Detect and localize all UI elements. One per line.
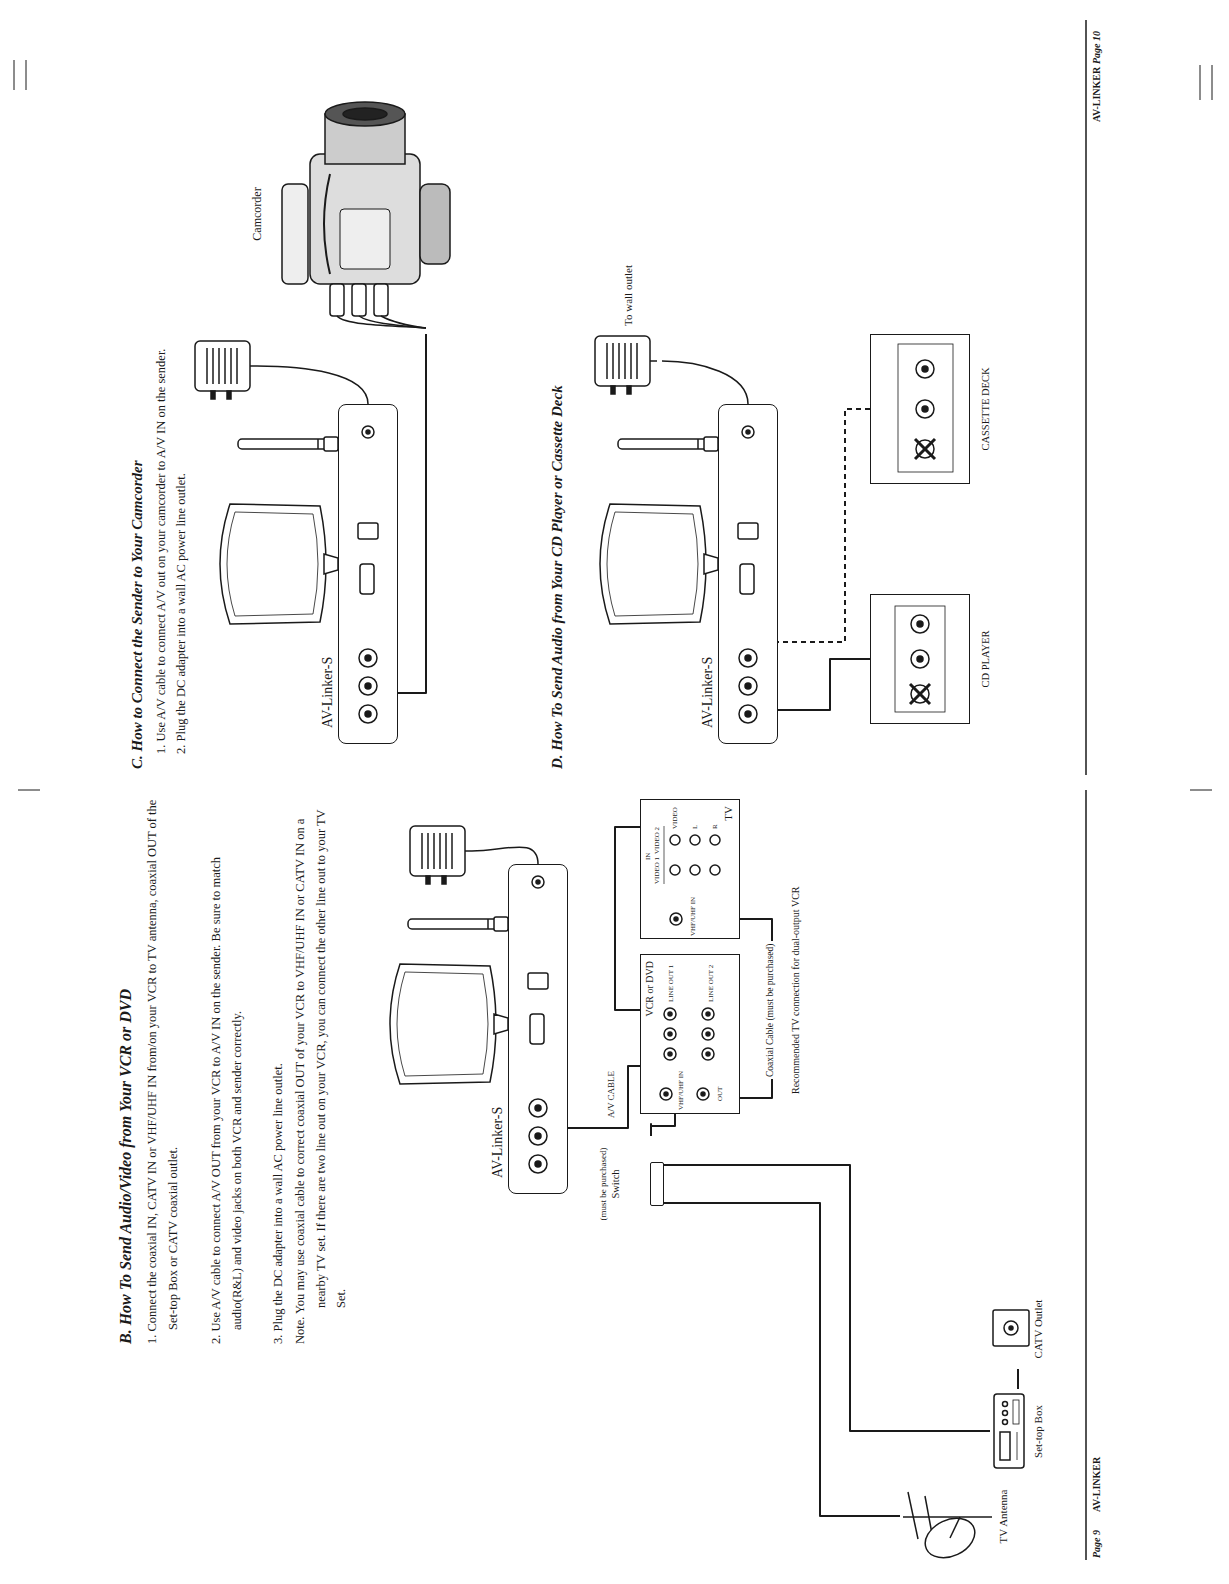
jack-label: VIDEO 2 — [653, 827, 662, 854]
node-label: (must be purchased) — [598, 1148, 609, 1221]
cable-connector — [778, 659, 870, 710]
device-box: CASSETTE DECK — [870, 334, 992, 484]
node-label: CD PLAYER — [979, 630, 992, 687]
sender-jacks — [528, 876, 548, 1173]
cable-connector — [778, 409, 870, 642]
node-label: Camcorder — [250, 187, 265, 240]
antenna-panel — [390, 964, 508, 1084]
device-body — [870, 334, 970, 484]
power-cable — [257, 366, 368, 404]
cable-label: Coaxial Cable (must be purchased) — [765, 942, 777, 1080]
cable-connector — [664, 1203, 900, 1516]
node-label: CASSETTE DECK — [979, 367, 992, 450]
jack-label: L — [691, 825, 700, 829]
jack-label: VHF/UHF IN — [689, 897, 698, 936]
device-icon-group: TV Antenna — [900, 1474, 1011, 1559]
node-label: AV-Linker-S — [488, 1107, 508, 1178]
switch-body — [650, 1162, 664, 1206]
cable-connector — [1017, 1369, 1019, 1389]
power-cable — [662, 361, 748, 404]
callout-text: To wall outlet — [622, 265, 636, 326]
power-cable — [472, 847, 538, 864]
instruction-step: 1. Use A/V cable to connect A/V out on y… — [154, 349, 170, 754]
cassette-deck-jacks — [898, 344, 953, 472]
dc-adapter — [195, 341, 257, 399]
cable-connector — [568, 1066, 640, 1128]
dc-adapter — [595, 336, 657, 394]
footer-rule — [1085, 790, 1087, 1560]
page-number: Page 9 — [1091, 1530, 1104, 1558]
node-label: TV — [722, 806, 736, 821]
instruction-step: 2. Plug the DC adapter into a wall AC po… — [174, 473, 190, 754]
sender-unit: AV-Linker-S — [318, 404, 398, 744]
rod-antenna — [618, 437, 718, 451]
device-icon-group: CATV Outlet — [990, 1289, 1046, 1369]
sender-unit: AV-Linker-S — [488, 864, 568, 1194]
jack-label: LINE OUT 2 — [707, 965, 716, 1002]
section-heading: C. How to Connect the Sender to Your Cam… — [128, 460, 147, 769]
device-box: VCR or DVD — [640, 954, 740, 1114]
dc-adapter — [410, 826, 472, 884]
sender-body — [338, 404, 398, 744]
footer-rule — [1085, 20, 1087, 775]
sender-jacks — [358, 426, 378, 723]
instruction-step: 2. Use A/V cable to connect A/V OUT from… — [206, 799, 247, 1344]
sender-jacks — [738, 426, 758, 723]
catv-outlet-symbol — [993, 1310, 1029, 1346]
node-label: AV-Linker-S — [318, 657, 338, 728]
node-label: AV-Linker-S — [698, 657, 718, 728]
cd-player-jacks — [895, 606, 945, 712]
footer-brand: AV-LINKER — [1091, 67, 1104, 122]
page-number: Page 10 — [1091, 31, 1104, 64]
jack-label: VHF/UHF IN — [677, 1071, 686, 1110]
device-icon-group: Camcorder — [250, 94, 470, 334]
sender-unit: AV-Linker-S — [698, 404, 778, 744]
cable-connector — [664, 1165, 990, 1431]
instruction-step: 3. Plug the DC adapter into a wall AC po… — [268, 799, 289, 1344]
node-label: Set-top Box — [1032, 1405, 1046, 1458]
crop-marks — [14, 60, 1212, 790]
antenna-panel — [220, 504, 338, 624]
jack-label: LINE OUT 1 — [667, 965, 676, 1002]
section-heading: B. How To Send Audio/Video from Your VCR… — [116, 989, 136, 1344]
sender-body — [718, 404, 778, 744]
device-body — [870, 594, 970, 724]
cable-connector — [398, 334, 426, 693]
jack-label: OUT — [716, 1087, 725, 1101]
node-label: CATV Outlet — [1032, 1300, 1046, 1359]
section-heading: D. How To Send Audio from Your CD Player… — [548, 385, 567, 769]
antenna-panel — [600, 504, 718, 624]
cable-connector — [651, 1114, 675, 1136]
tv-antenna-symbol — [903, 1492, 992, 1565]
device-box: CD PLAYER — [870, 594, 992, 724]
cable-label: A/V CABLE — [606, 1069, 617, 1120]
jack-label: R — [711, 824, 720, 829]
footer-brand: AV-LINKER — [1091, 1457, 1104, 1512]
instruction-step: 1. Connect the coaxial IN, CATV IN or VH… — [142, 799, 183, 1344]
note: Note. You may use coaxial cable to corre… — [290, 799, 352, 1344]
jack-label: VIDEO — [671, 807, 680, 829]
sender-body — [508, 864, 568, 1194]
node-label: VCR or DVD — [644, 961, 657, 1017]
rod-antenna — [238, 437, 338, 451]
node-label: TV Antenna — [997, 1490, 1011, 1544]
switch-box: (must be purchased)Switch — [598, 1136, 664, 1232]
cable-connector — [615, 827, 640, 1010]
jack-label: IN — [644, 853, 653, 860]
figure-note: Recommended TV connection for dual-outpu… — [790, 887, 803, 1094]
rod-antenna — [408, 917, 508, 931]
vcr-jacks — [660, 1008, 714, 1100]
device-icon-group: Set-top Box — [990, 1389, 1046, 1474]
set-top-box-symbol — [994, 1394, 1024, 1468]
camcorder-picture — [282, 102, 450, 328]
jack-label: VIDEO 1 — [653, 857, 662, 884]
node-label: Switch — [609, 1169, 622, 1198]
